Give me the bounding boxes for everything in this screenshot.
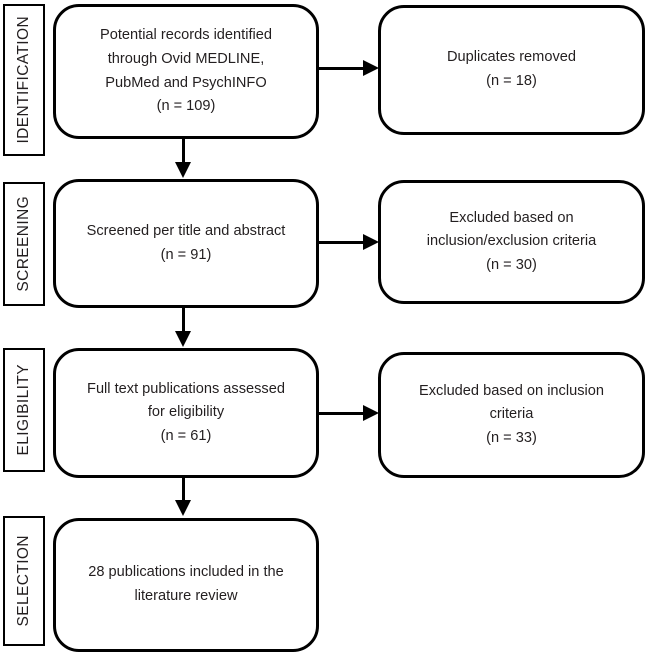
node-records-identified-text: Potential records identified through Ovi… <box>100 27 272 115</box>
connector-fulltext-to-excluded <box>319 412 365 415</box>
stage-label-screening: SCREENING <box>3 182 45 306</box>
stage-label-screening-text: SCREENING <box>15 196 33 292</box>
node-publications-included-text: 28 publications included in the literatu… <box>88 564 284 604</box>
node-excluded-eligibility: Excluded based on inclusion criteria (n … <box>378 352 645 478</box>
arrow-head-identified-to-duplicates <box>363 60 379 76</box>
node-publications-included: 28 publications included in the literatu… <box>53 518 319 652</box>
stage-label-eligibility-text: ELIGIBILITY <box>15 364 33 456</box>
connector-screened-to-fulltext <box>182 308 185 337</box>
node-excluded-eligibility-text: Excluded based on inclusion criteria (n … <box>419 382 604 446</box>
node-fulltext-assessed: Full text publications assessed for elig… <box>53 348 319 478</box>
node-duplicates-removed-text: Duplicates removed (n = 18) <box>447 49 576 89</box>
node-excluded-screening: Excluded based on inclusion/exclusion cr… <box>378 180 645 304</box>
arrow-head-fulltext-to-excluded <box>363 405 379 421</box>
node-records-identified: Potential records identified through Ovi… <box>53 4 319 139</box>
arrow-head-fulltext-to-included <box>175 500 191 516</box>
connector-screened-to-excluded <box>319 241 365 244</box>
node-excluded-screening-text: Excluded based on inclusion/exclusion cr… <box>426 209 597 273</box>
stage-label-eligibility: ELIGIBILITY <box>3 348 45 472</box>
connector-fulltext-to-included <box>182 478 185 506</box>
node-screened-title-abstract: Screened per title and abstract (n = 91) <box>53 179 319 308</box>
connector-identified-to-duplicates <box>319 67 365 70</box>
stage-label-selection: SELECTION <box>3 516 45 646</box>
stage-label-selection-text: SELECTION <box>15 535 33 627</box>
arrow-head-screened-to-excluded <box>363 234 379 250</box>
node-fulltext-assessed-text: Full text publications assessed for elig… <box>87 380 285 444</box>
arrow-head-screened-to-fulltext <box>175 331 191 347</box>
stage-label-identification: IDENTIFICATION <box>3 4 45 156</box>
arrow-head-identified-to-screened <box>175 162 191 178</box>
node-screened-title-abstract-text: Screened per title and abstract (n = 91) <box>86 222 286 263</box>
connector-identified-to-screened <box>182 139 185 168</box>
node-duplicates-removed: Duplicates removed (n = 18) <box>378 5 645 135</box>
stage-label-identification-text: IDENTIFICATION <box>15 16 33 144</box>
